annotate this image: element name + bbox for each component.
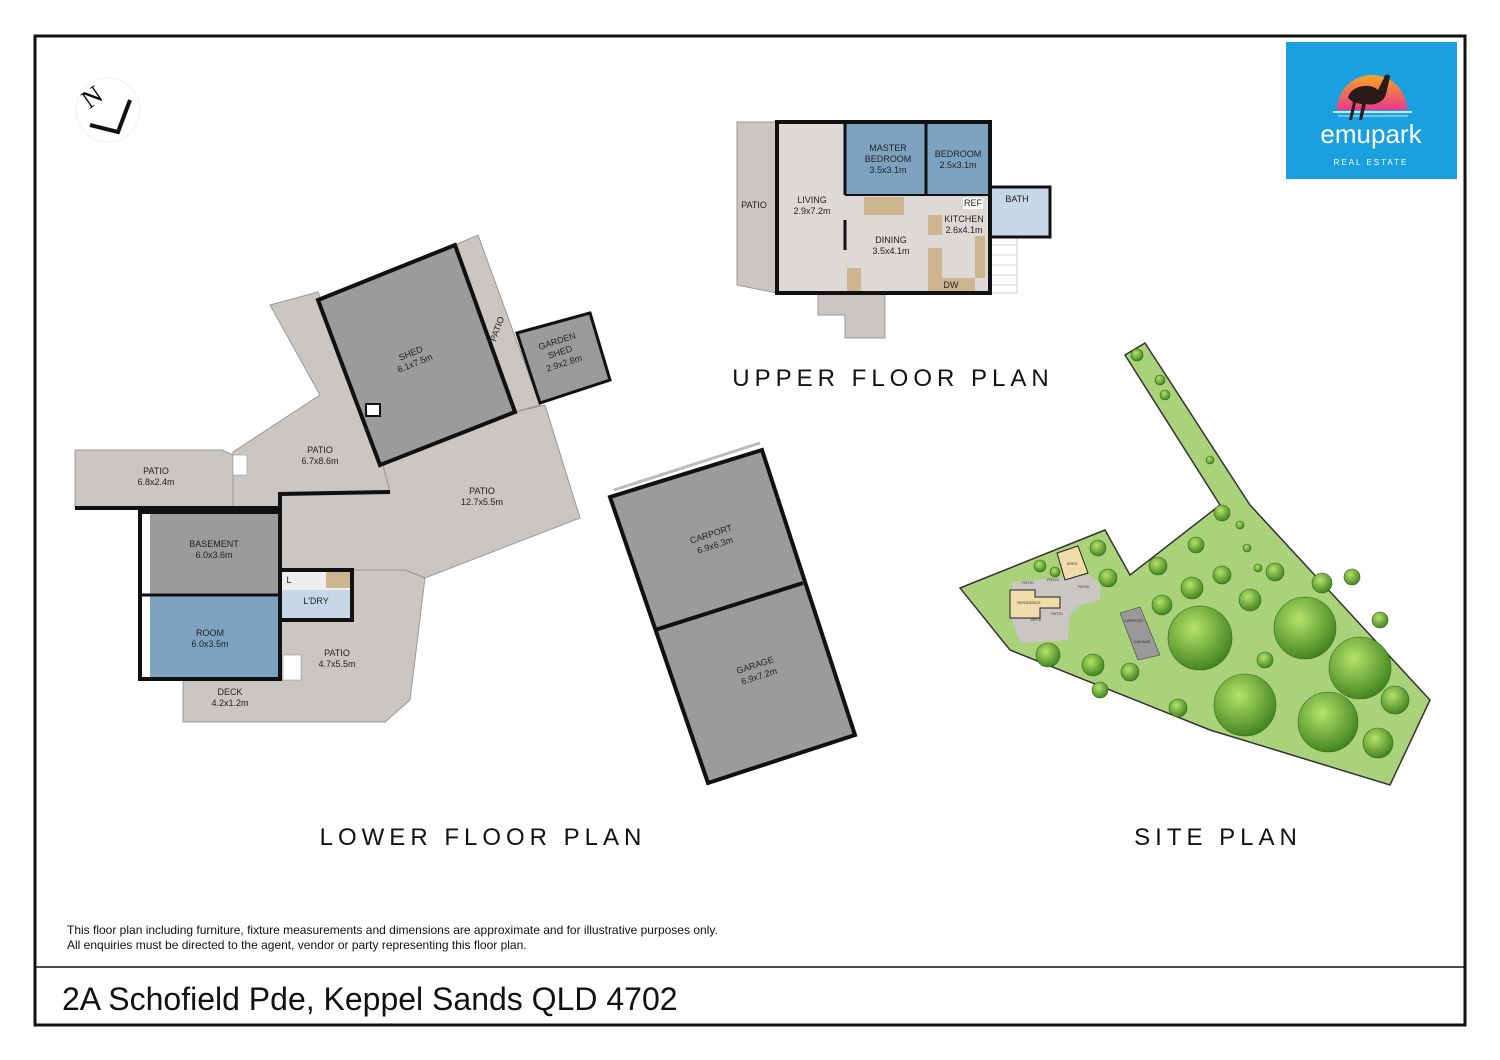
tree-icon [1130, 348, 1144, 362]
site-label-patio-3: PATIO [1078, 584, 1089, 589]
site-label-deck: DECK [1030, 617, 1041, 622]
site-label-patio-2: PATIO [1047, 577, 1058, 582]
room-size-master-bedroom: 3.5x3.1m [869, 165, 906, 175]
room-size-bedroom: 2.5x3.1m [939, 160, 976, 170]
tree-icon [1343, 568, 1361, 586]
lower-floor-plan: L SHED 6.1x7.5m PATIO GARDEN SHED 2.9x2.… [74, 234, 858, 786]
site-label-garage: GARAGE [1133, 639, 1150, 644]
room-label-patio: PATIO [741, 200, 767, 210]
site-plan-title: SITE PLAN [1134, 824, 1302, 851]
tree-icon [1148, 556, 1168, 576]
lower-floor-title: LOWER FLOOR PLAN [320, 824, 647, 851]
room-size-patio-upper: 6.7x8.6m [301, 456, 338, 466]
room-label-patio-upper: PATIO [307, 445, 333, 455]
room-size-basement: 6.0x3.6m [195, 550, 232, 560]
tree-icon [1265, 562, 1285, 582]
tree-icon [1081, 653, 1105, 677]
logo-subtitle: REAL ESTATE [1334, 158, 1409, 167]
tree-icon [1253, 563, 1263, 573]
tree-icon [1362, 727, 1394, 759]
tree-icon [1213, 504, 1231, 522]
tree-icon [1167, 605, 1233, 671]
room-label-bath: BATH [1005, 194, 1028, 204]
tree-icon [1091, 681, 1109, 699]
tree-icon [1256, 651, 1274, 669]
room-label-patio-lower: PATIO [324, 648, 350, 658]
room-label-dining: DINING [875, 235, 907, 245]
tree-icon [1212, 565, 1232, 585]
tree-icon [1089, 539, 1107, 557]
tree-icon [1297, 691, 1359, 753]
tree-icon [1154, 374, 1166, 386]
room-size-patio-lower: 4.7x5.5m [318, 659, 355, 669]
room-label-kitchen: KITCHEN [944, 214, 984, 224]
tree-icon [1242, 543, 1252, 553]
upper-floor-title: UPPER FLOOR PLAN [732, 365, 1053, 392]
tree-icon [1168, 698, 1188, 718]
tree-icon [1120, 662, 1140, 682]
tree-icon [1035, 642, 1061, 668]
logo-brand: emupark [1320, 119, 1422, 149]
room-size-living: 2.9x7.2m [793, 206, 830, 216]
laundry-tub-label: L [286, 575, 291, 585]
room-label-bedroom: BEDROOM [935, 149, 982, 159]
room-label-basement: BASEMENT [189, 539, 239, 549]
tree-icon [1159, 389, 1171, 401]
site-label-patio-4: PATIO [1051, 611, 1062, 616]
room-label-master-bedroom-2: BEDROOM [865, 154, 912, 164]
tree-icon [1238, 588, 1262, 612]
room-label-laundry: L'DRY [303, 596, 329, 606]
room-size-dining: 3.5x4.1m [872, 246, 909, 256]
fridge-label: REF [964, 198, 983, 208]
tree-icon [1098, 568, 1118, 588]
room-label-living: LIVING [797, 195, 827, 205]
tree-icon [1273, 596, 1337, 660]
tree-icon [1371, 611, 1389, 629]
tree-icon [1180, 576, 1204, 600]
site-plan: RESIDENCE SHED PATIO PATIO PATIO PATIO D… [958, 341, 1431, 786]
disclaimer-line-2: All enquiries must be directed to the ag… [67, 938, 527, 952]
room-size-patio-left: 6.8x2.4m [137, 477, 174, 487]
site-label-shed: SHED [1066, 561, 1077, 566]
room-label-master-bedroom: MASTER [869, 143, 907, 153]
room-label-patio-main: PATIO [469, 486, 495, 496]
tree-icon [1187, 536, 1205, 554]
room-size-patio-main: 12.7x5.5m [461, 497, 503, 507]
tree-icon [1151, 594, 1173, 616]
tree-icon [1213, 673, 1277, 737]
room-size-room: 6.0x3.5m [191, 639, 228, 649]
tree-icon [1311, 572, 1333, 594]
emupark-logo: emupark REAL ESTATE [1286, 42, 1457, 179]
tree-icon [1205, 455, 1215, 465]
dishwasher-label: DW [944, 280, 959, 290]
room-label-room: ROOM [196, 628, 224, 638]
upper-floor-plan: REF DW PATIO LIVING 2.9x7.2m MASTER BEDR… [736, 120, 1052, 339]
room-size-deck: 4.2x1.2m [211, 698, 248, 708]
north-compass-icon: N [75, 77, 141, 143]
tree-icon [1235, 520, 1245, 530]
site-label-patio-1: PATIO [1022, 580, 1033, 585]
tree-icon [1033, 559, 1047, 573]
room-size-kitchen: 2.6x4.1m [945, 225, 982, 235]
property-address: 2A Schofield Pde, Keppel Sands QLD 4702 [62, 981, 678, 1017]
site-label-residence: RESIDENCE [1017, 600, 1041, 605]
tree-icon [1380, 685, 1410, 715]
site-trees [1033, 348, 1410, 759]
site-label-carport: CARPORT [1124, 618, 1144, 623]
tree-icon [1328, 636, 1392, 700]
tree-icon [1049, 566, 1061, 578]
room-label-deck: DECK [217, 687, 242, 697]
disclaimer-line-1: This floor plan including furniture, fix… [67, 923, 718, 937]
emu-icon [1348, 74, 1390, 120]
sheet-border [33, 34, 1467, 1027]
room-label-patio-left: PATIO [143, 466, 169, 476]
